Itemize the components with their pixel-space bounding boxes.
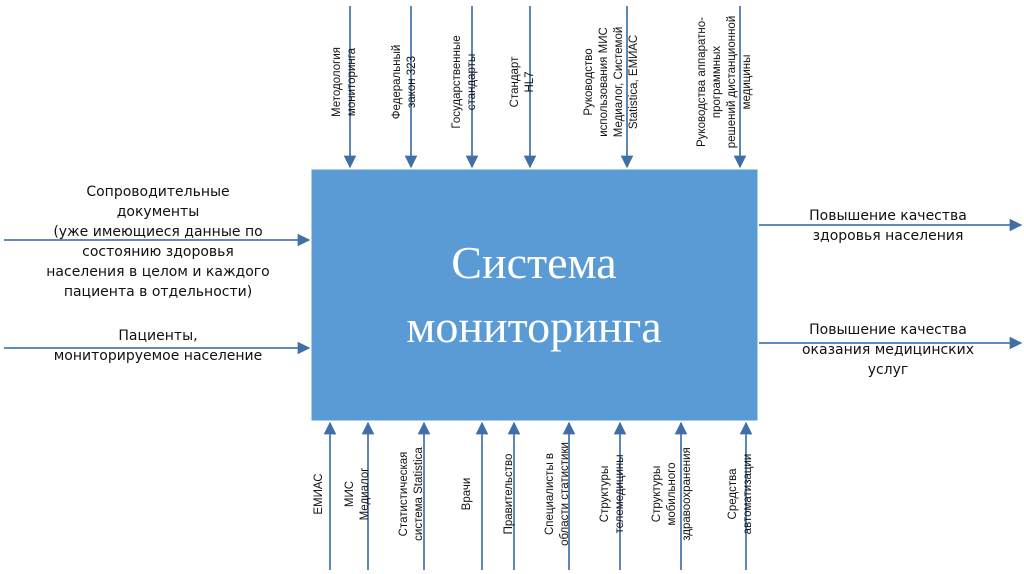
- mechanism-label-line: МИС: [344, 481, 356, 507]
- control-label-line: стандарты: [466, 54, 478, 110]
- control-label-line: программных: [711, 46, 723, 118]
- mechanism-label-line: Средства: [727, 468, 739, 520]
- output-label-line: Повышение качества: [809, 322, 967, 338]
- control-label-line: Медиалог, Системой: [613, 27, 625, 138]
- control-label-line: Стандарт: [509, 56, 521, 107]
- control-label-line: использования МИС: [598, 27, 610, 137]
- control-label-line: HL7: [524, 71, 536, 92]
- system-title-line2: мониторинга: [406, 301, 661, 352]
- inputs-group: Сопроводительные документы (уже имеющиеся …: [4, 184, 311, 364]
- control-label-line: медицины: [741, 55, 753, 110]
- control-label-line: Федеральный: [391, 45, 403, 120]
- mechanism-label-line: здравоохранения: [681, 447, 693, 540]
- input-label-line: мониторируемое население: [54, 348, 263, 364]
- mechanism-label-line: мобильного: [666, 462, 678, 525]
- mechanism-label: Врачи: [461, 478, 473, 511]
- mechanism-label-line: Структуры: [599, 466, 611, 522]
- mechanism-label: Правительство: [503, 454, 515, 535]
- input-label-line: пациента в отдельности): [64, 284, 252, 300]
- mechanism-label-line: Структуры: [651, 466, 663, 522]
- input-label: Пациенты, мониторируемое население: [54, 328, 263, 364]
- input-label: Сопроводительные документы (уже имеющиеся …: [46, 184, 269, 300]
- mechanism-label-line: автоматизации: [742, 454, 754, 535]
- input-label-line: населения в целом и каждого: [46, 264, 269, 280]
- system-title-line1: Система: [451, 237, 616, 288]
- mechanism-label-line: области статистики: [559, 442, 571, 546]
- input-label-line: Сопроводительные: [86, 184, 229, 200]
- mechanism-label-line: Медиалог: [359, 468, 371, 521]
- mechanism-label-line: Врачи: [461, 478, 473, 511]
- mechanism-label-line: Специалисты в: [544, 453, 556, 535]
- control-label-line: Методология: [331, 47, 343, 117]
- mechanism-label-line: ЕМИАС: [313, 473, 325, 514]
- input-label-line: состоянию здоровья: [82, 244, 234, 260]
- output-label: Повышение качества здоровья населения: [809, 208, 967, 244]
- control-label-line: закон 323: [406, 56, 418, 108]
- output-label-line: здоровья населения: [813, 228, 964, 244]
- control-label-line: решений дистанционной: [726, 16, 738, 149]
- output-label: Повышение качества оказания медицинских ус…: [802, 322, 974, 378]
- control-label-line: Руководство: [583, 48, 595, 115]
- input-label-line: документы: [117, 204, 200, 220]
- mechanism-label-line: Правительство: [503, 454, 515, 535]
- control-label-line: Государственные: [451, 35, 463, 128]
- mechanism-label-line: система Statistica: [413, 447, 425, 541]
- output-label-line: оказания медицинских: [802, 342, 974, 358]
- output-label-line: услуг: [868, 362, 909, 378]
- control-label-line: Statistica, ЕМИАС: [628, 35, 640, 129]
- output-label-line: Повышение качества: [809, 208, 967, 224]
- mechanism-label: ЕМИАС: [313, 473, 325, 514]
- control-label-line: мониторинга: [346, 47, 358, 116]
- input-label-line: Пациенты,: [118, 328, 197, 344]
- input-label-line: (уже имеющиеся данные по: [53, 224, 262, 240]
- system-box: [311, 169, 758, 421]
- mechanism-label-line: телемедицины: [614, 454, 626, 533]
- control-label-line: Руководства аппаратно-: [696, 17, 708, 147]
- mechanism-label-line: Статистическая: [398, 452, 410, 537]
